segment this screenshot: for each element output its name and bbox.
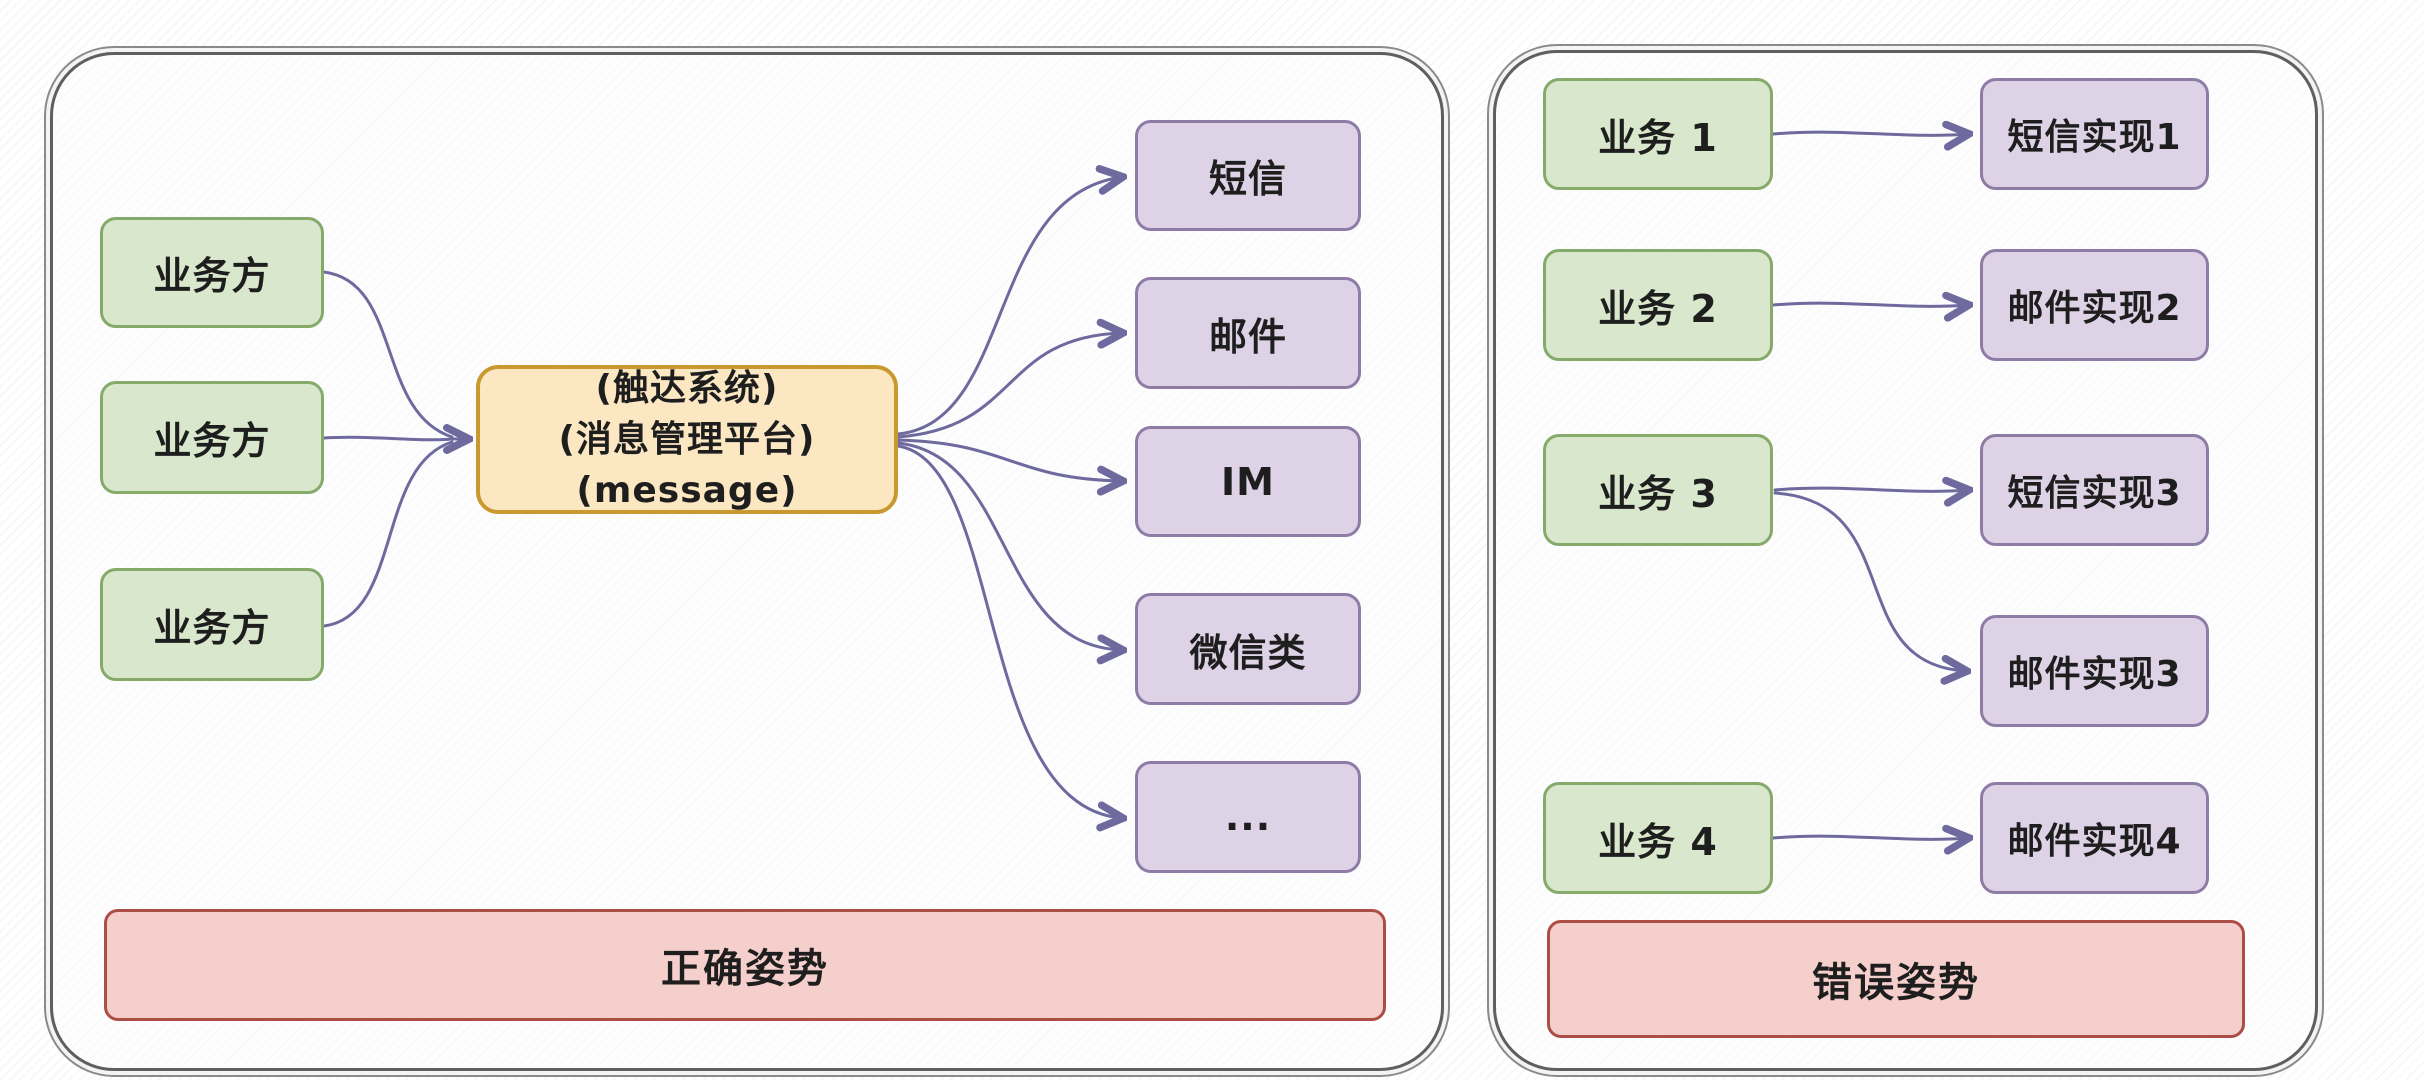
hub-line-2: (消息管理平台)	[558, 418, 816, 460]
source-box-1: 业务方	[100, 217, 324, 328]
hub-box-message-platform: (触达系统) (消息管理平台) (message)	[476, 365, 898, 514]
service-box-3: 业务 3	[1543, 434, 1773, 546]
panel-wrong-architecture	[1493, 50, 2318, 1071]
hub-line-3: (message)	[576, 470, 798, 512]
service-box-2: 业务 2	[1543, 249, 1773, 361]
impl-box-mail2: 邮件实现2	[1980, 249, 2209, 361]
hub-line-1: (触达系统)	[595, 367, 779, 409]
caption-bar-wrong: 错误姿势	[1547, 920, 2245, 1038]
source-box-3: 业务方	[100, 568, 324, 681]
channel-box-wechat: 微信类	[1135, 593, 1361, 705]
impl-box-mail3: 邮件实现3	[1980, 615, 2209, 727]
impl-box-sms3: 短信实现3	[1980, 434, 2209, 546]
impl-box-mail4: 邮件实现4	[1980, 782, 2209, 894]
channel-box-sms: 短信	[1135, 120, 1361, 231]
channel-box-mail: 邮件	[1135, 277, 1361, 389]
source-box-2: 业务方	[100, 381, 324, 494]
service-box-1: 业务 1	[1543, 78, 1773, 190]
channel-box-im: IM	[1135, 426, 1361, 537]
channel-box-more: ...	[1135, 761, 1361, 873]
caption-bar-correct: 正确姿势	[104, 909, 1386, 1021]
impl-box-sms1: 短信实现1	[1980, 78, 2209, 190]
service-box-4: 业务 4	[1543, 782, 1773, 894]
